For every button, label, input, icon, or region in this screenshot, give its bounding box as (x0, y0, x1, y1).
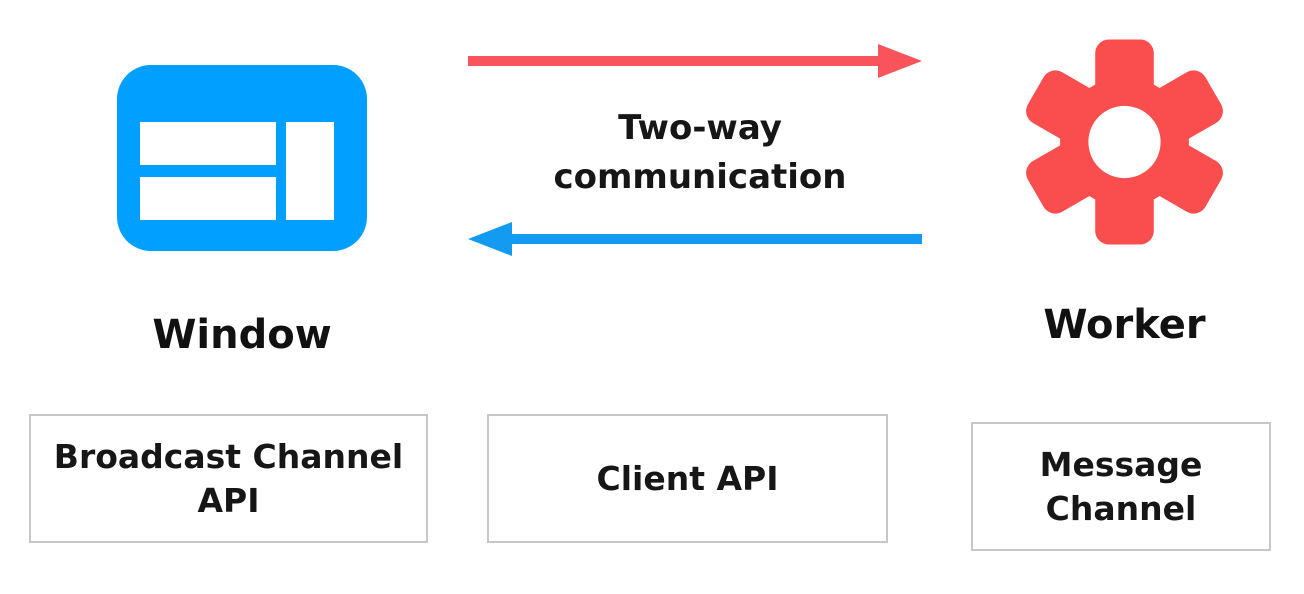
two-way-communication-label: Two-way communication (553, 108, 847, 198)
message-channel-box: Message Channel (971, 422, 1271, 551)
window-to-worker-arrow-icon (468, 44, 922, 78)
window-label: Window (152, 312, 332, 358)
worker-label: Worker (1043, 302, 1206, 348)
broadcast-channel-api-box: Broadcast Channel API (29, 414, 428, 543)
gear-icon (1022, 37, 1227, 247)
client-api-box: Client API (487, 414, 888, 543)
client-api-label: Client API (596, 458, 779, 498)
message-channel-label: Message Channel (1039, 444, 1203, 528)
browser-window-icon (117, 65, 367, 251)
broadcast-channel-api-label: Broadcast Channel API (53, 436, 404, 520)
browser-window-icon-svg (117, 65, 367, 251)
worker-to-window-arrow-icon (468, 222, 922, 256)
gear-icon-svg (1026, 39, 1223, 245)
